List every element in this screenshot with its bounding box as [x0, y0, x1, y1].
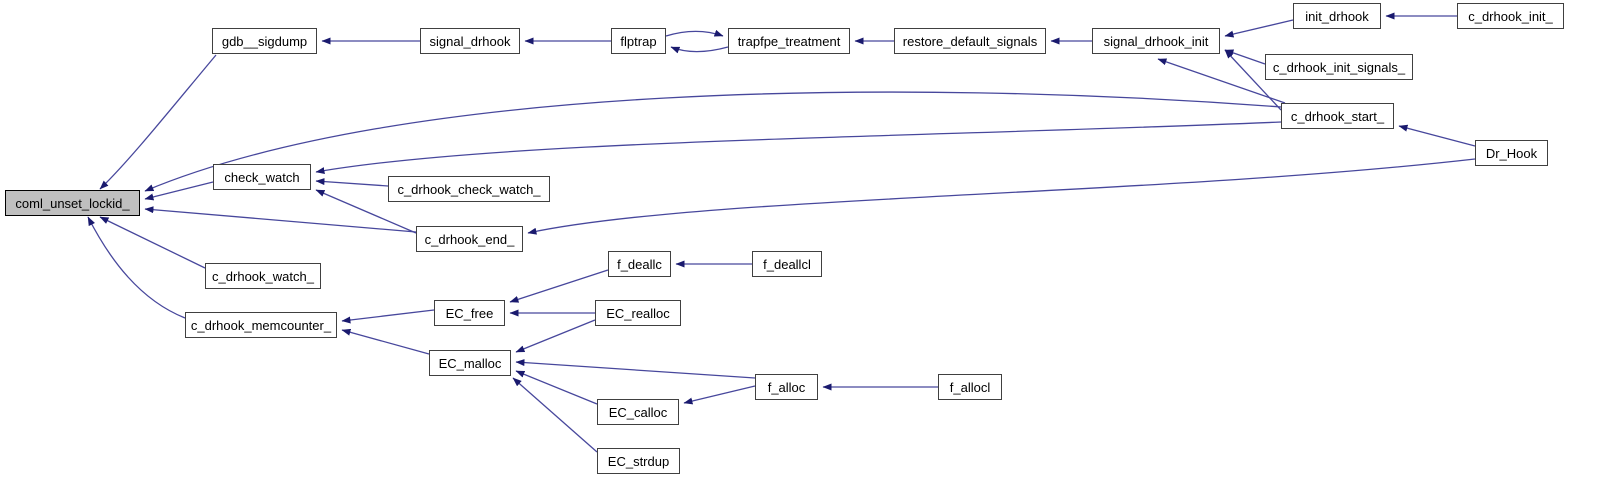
graph-node-label: signal_drhook_init [1103, 33, 1209, 49]
graph-node-EC_realloc[interactable]: EC_realloc [595, 300, 681, 326]
graph-node-c_drhook_init_[interactable]: c_drhook_init_ [1457, 3, 1564, 29]
call-edge [670, 46, 729, 54]
graph-node-trapfpe_treatment[interactable]: trapfpe_treatment [728, 28, 850, 54]
call-edge [515, 319, 596, 353]
graph-node-label: c_drhook_init_ [1468, 8, 1553, 24]
call-edge [515, 370, 598, 405]
call-edge [144, 206, 417, 233]
graph-node-EC_strdup[interactable]: EC_strdup [597, 448, 680, 474]
call-edge [144, 91, 1282, 192]
call-edge [1398, 124, 1476, 147]
graph-node-label: EC_free [445, 305, 494, 321]
graph-node-label: check_watch [224, 169, 300, 185]
graph-node-check_watch[interactable]: check_watch [213, 164, 311, 190]
call-edge [1224, 49, 1266, 65]
graph-node-label: f_deallcl [763, 256, 811, 272]
call-edge [683, 385, 756, 405]
graph-node-f_deallcl[interactable]: f_deallcl [752, 251, 822, 277]
graph-node-c_drhook_end_[interactable]: c_drhook_end_ [416, 226, 523, 252]
graph-node-Dr_Hook[interactable]: Dr_Hook [1475, 140, 1548, 166]
graph-node-label: f_alloc [767, 379, 806, 395]
graph-node-coml_unset_lockid_[interactable]: coml_unset_lockid_ [5, 190, 140, 216]
graph-node-label: EC_realloc [606, 305, 670, 321]
graph-node-label: EC_calloc [608, 404, 668, 420]
graph-node-EC_calloc[interactable]: EC_calloc [597, 399, 679, 425]
graph-node-label: EC_strdup [607, 453, 670, 469]
graph-node-gdb__sigdump[interactable]: gdb__sigdump [212, 28, 317, 54]
call-edge [665, 29, 724, 37]
graph-node-flptrap[interactable]: flptrap [611, 28, 666, 54]
graph-node-label: EC_malloc [438, 355, 502, 371]
graph-node-label: c_drhook_watch_ [212, 268, 314, 284]
graph-node-EC_malloc[interactable]: EC_malloc [429, 350, 511, 376]
graph-node-restore_default_signals[interactable]: restore_default_signals [894, 28, 1046, 54]
graph-node-EC_free[interactable]: EC_free [434, 300, 505, 326]
graph-node-signal_drhook_init[interactable]: signal_drhook_init [1092, 28, 1220, 54]
call-edge [341, 328, 430, 355]
call-edge [1224, 19, 1294, 38]
graph-node-label: gdb__sigdump [221, 33, 308, 49]
graph-node-label: restore_default_signals [902, 33, 1038, 49]
graph-node-c_drhook_start_[interactable]: c_drhook_start_ [1281, 103, 1394, 129]
graph-node-label: c_drhook_init_signals_ [1272, 59, 1406, 75]
graph-node-init_drhook[interactable]: init_drhook [1293, 3, 1381, 29]
graph-node-c_drhook_init_signals_[interactable]: c_drhook_init_signals_ [1265, 54, 1413, 80]
call-edge [99, 54, 217, 190]
graph-node-f_deallc[interactable]: f_deallc [608, 251, 671, 277]
call-edge [315, 121, 1282, 174]
graph-node-label: coml_unset_lockid_ [15, 195, 130, 211]
graph-node-label: c_drhook_start_ [1290, 108, 1385, 124]
call-edge [341, 309, 435, 324]
graph-node-label: signal_drhook [429, 33, 511, 49]
call-edge [515, 359, 756, 379]
call-edge [144, 181, 214, 201]
call-edge [315, 178, 389, 187]
graph-node-c_drhook_check_watch_[interactable]: c_drhook_check_watch_ [388, 176, 550, 202]
call-edge [99, 216, 206, 269]
graph-node-label: c_drhook_end_ [424, 231, 515, 247]
graph-node-label: flptrap [620, 33, 657, 49]
graph-node-label: c_drhook_memcounter_ [190, 317, 332, 333]
graph-node-f_alloc[interactable]: f_alloc [755, 374, 818, 400]
graph-node-label: init_drhook [1305, 8, 1369, 24]
graph-node-label: trapfpe_treatment [737, 33, 841, 49]
call-edge [527, 158, 1476, 235]
call-edge [509, 269, 609, 303]
graph-node-label: f_deallc [617, 256, 662, 272]
graph-node-c_drhook_memcounter_[interactable]: c_drhook_memcounter_ [185, 312, 337, 338]
graph-node-f_allocl[interactable]: f_allocl [938, 374, 1002, 400]
graph-node-c_drhook_watch_[interactable]: c_drhook_watch_ [205, 263, 321, 289]
call-edge [87, 216, 186, 319]
graph-node-label: f_allocl [949, 379, 991, 395]
graph-node-label: Dr_Hook [1485, 145, 1538, 161]
graph-node-label: c_drhook_check_watch_ [397, 181, 541, 197]
graph-node-signal_drhook[interactable]: signal_drhook [420, 28, 520, 54]
call-edge [512, 377, 598, 453]
